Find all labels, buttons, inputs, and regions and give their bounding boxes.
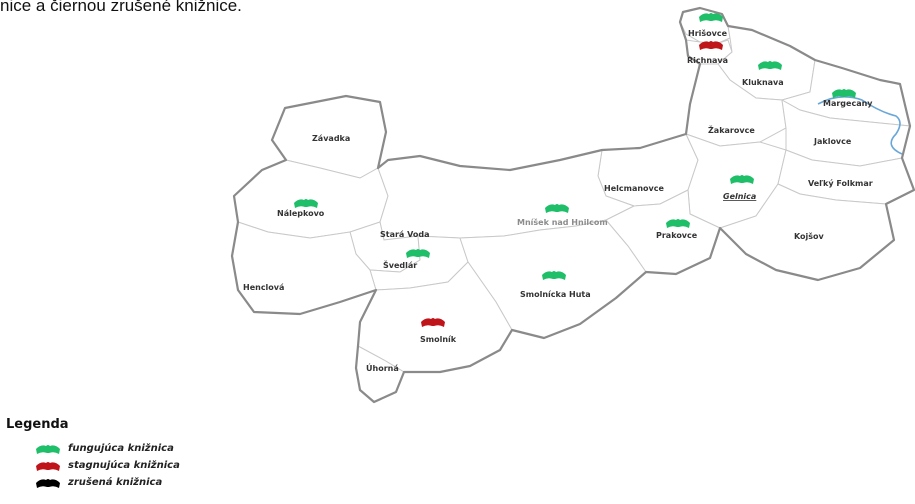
label-nalepkovo: Nálepkovo bbox=[277, 209, 325, 218]
label-jaklovce: Jaklovce bbox=[813, 137, 852, 146]
label-svedlar: Švedlár bbox=[383, 259, 417, 270]
legend-title: Legenda bbox=[6, 417, 69, 432]
label-gelnica: Gelnica bbox=[723, 192, 756, 201]
label-hrisovce: Hrišovce bbox=[688, 28, 728, 38]
legend-item-functioning: fungujúca knižnica bbox=[6, 440, 180, 457]
label-kluknava: Kluknava bbox=[742, 78, 784, 87]
library-marker-prakovce bbox=[666, 219, 690, 228]
legend-label: stagnujúca knižnica bbox=[68, 460, 180, 471]
library-marker-richnava bbox=[699, 41, 723, 50]
label-margecany: Margecany bbox=[823, 99, 873, 108]
label-richnava: Richnava bbox=[687, 56, 728, 65]
label-henclova: Henclová bbox=[243, 283, 284, 292]
label-kojsov: Kojšov bbox=[794, 231, 825, 241]
label-smolnicka-huta: Smolnícka Huta bbox=[520, 290, 591, 299]
label-uhorna: Úhorná bbox=[366, 362, 399, 373]
library-marker-mnisek bbox=[545, 204, 569, 213]
legend-item-stagnating: stagnujúca knižnica bbox=[6, 457, 180, 474]
municipality-boundaries bbox=[231, 7, 915, 403]
label-prakovce: Prakovce bbox=[656, 231, 698, 240]
label-zavadka: Závadka bbox=[312, 134, 350, 143]
legend-label: fungujúca knižnica bbox=[68, 443, 174, 454]
library-marker-gelnica bbox=[730, 175, 754, 184]
book-icon bbox=[36, 461, 60, 471]
legend-item-closed: zrušená knižnica bbox=[6, 474, 180, 491]
district-boundary bbox=[230, 6, 915, 404]
library-marker-kluknava bbox=[758, 61, 782, 70]
label-zakarovce: Žakarovce bbox=[708, 124, 755, 135]
library-marker-smolnicka-huta bbox=[542, 271, 566, 280]
place-labels: Hrišovce Richnava Kluknava Margecany Žak… bbox=[243, 28, 873, 373]
legend: Legenda fungujúca knižnica stagnujúca kn… bbox=[6, 417, 180, 491]
label-velky-folkmar: Veľký Folkmar bbox=[808, 179, 873, 188]
river bbox=[817, 96, 903, 155]
library-marker-svedlar bbox=[406, 249, 430, 258]
label-stara-voda: Stará Voda bbox=[380, 230, 430, 239]
library-marker-margecany bbox=[832, 89, 856, 98]
library-marker-smolnik bbox=[421, 318, 445, 327]
label-mnisek: Mníšek nad Hnilcom bbox=[517, 217, 608, 227]
legend-label: zrušená knižnica bbox=[68, 477, 163, 488]
book-icon bbox=[36, 444, 60, 454]
label-smolnik: Smolník bbox=[420, 335, 457, 344]
book-icon bbox=[36, 478, 60, 488]
label-helcmanovce: Helcmanovce bbox=[604, 184, 664, 193]
caption-text: nice a čiernou zrušené knižnice. bbox=[0, 0, 242, 15]
library-marker-hrisovce bbox=[699, 13, 723, 22]
library-marker-nalepkovo bbox=[294, 199, 318, 208]
